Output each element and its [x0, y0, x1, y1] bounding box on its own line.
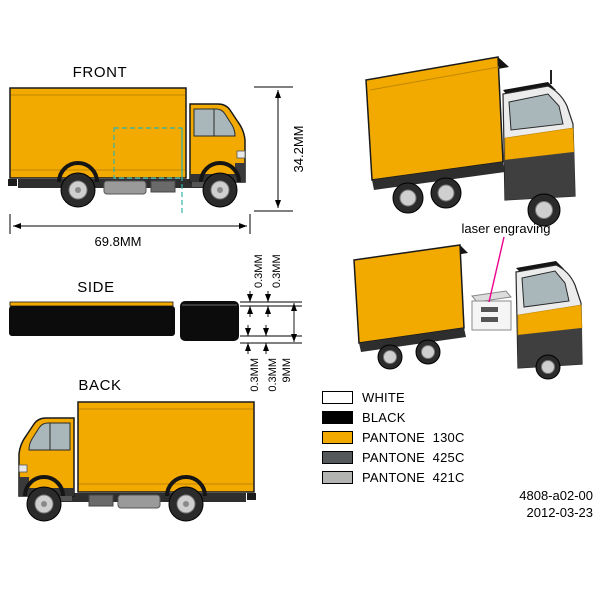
front-height-dim-label: 34.2MM: [291, 126, 306, 173]
legend-label: BLACK: [362, 410, 406, 425]
cargo-box: [353, 244, 465, 344]
side-dim-total-thickness: 9MM: [281, 358, 293, 382]
side-dim-top-2: 0.3MM: [271, 254, 283, 288]
color-swatch-white: [322, 391, 353, 404]
legend-label: PANTONE 130C: [362, 430, 465, 445]
side-view-label: SIDE: [77, 279, 115, 296]
color-swatch-pantone-421c: [322, 471, 353, 484]
color-swatch-black: [322, 411, 353, 424]
cargo-box: [365, 56, 504, 181]
front-width-dimension: [9, 214, 251, 234]
date: 2012-03-23: [526, 505, 594, 520]
laser-engraving-label: laser engraving: [461, 221, 551, 236]
perspective-open-truck-illustration: [353, 244, 583, 380]
legend-row: PANTONE 421C: [322, 470, 465, 485]
color-legend: WHITE BLACK PANTONE 130C PANTONE 425C PA…: [322, 390, 465, 485]
legend-row: WHITE: [322, 390, 465, 405]
legend-label: PANTONE 421C: [362, 470, 465, 485]
front-width-dim-label: 69.8MM: [95, 234, 142, 249]
usb-connector: [471, 290, 512, 331]
front-height-dimension: [254, 86, 293, 212]
part-number: 4808-a02-00: [519, 488, 593, 503]
front-view-truck-illustration: [8, 86, 247, 215]
side-dim-bottom-2: 0.3MM: [267, 358, 279, 392]
cab-window: [521, 270, 570, 308]
back-view-label: BACK: [78, 377, 122, 394]
side-dim-bottom-1: 0.3MM: [249, 358, 261, 392]
title-block: 4808-a02-00 2012-03-23: [440, 487, 593, 521]
side-view-dimensions: [240, 291, 302, 354]
legend-label: WHITE: [362, 390, 405, 405]
perspective-closed-truck-illustration: [365, 56, 576, 227]
side-view-illustration: [9, 301, 239, 341]
engraving-area-outline: [113, 127, 183, 215]
legend-row: BLACK: [322, 410, 465, 425]
legend-label: PANTONE 425C: [362, 450, 465, 465]
legend-row: PANTONE 130C: [322, 430, 465, 445]
side-dim-top-1: 0.3MM: [253, 254, 265, 288]
back-view-truck-illustration: [17, 400, 256, 523]
front-view-label: FRONT: [72, 64, 128, 81]
color-swatch-pantone-130c: [322, 431, 353, 444]
legend-row: PANTONE 425C: [322, 450, 465, 465]
color-swatch-pantone-425c: [322, 451, 353, 464]
cab-window: [508, 93, 564, 131]
